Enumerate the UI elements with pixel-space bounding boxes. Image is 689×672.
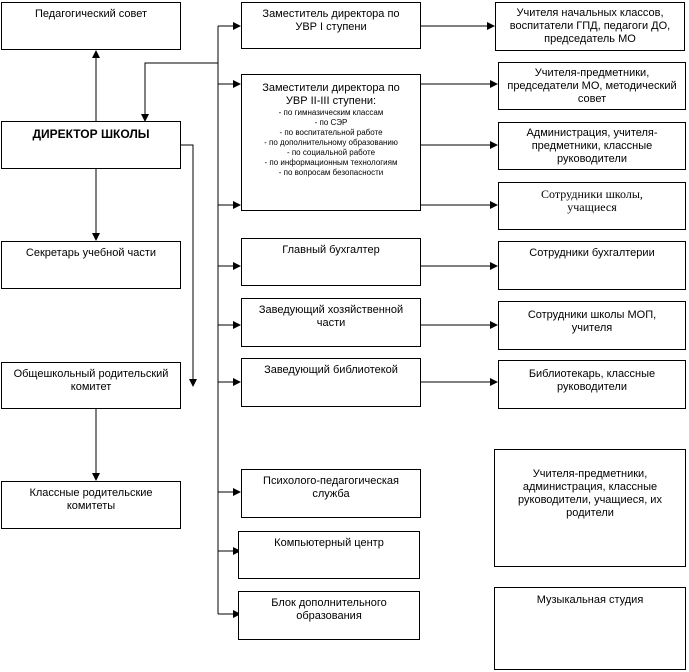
deputy-2-item: - по воспитательной работе — [279, 128, 383, 137]
label-right-3: Администрация, учителя-предметники, клас… — [526, 127, 658, 165]
box-right-5: Сотрудники бухгалтерии — [498, 241, 686, 290]
deputy-2-item: - по СЭР — [314, 118, 348, 127]
box-right-3: Администрация, учителя-предметники, клас… — [498, 122, 686, 170]
label-right-6: Сотрудники школы МОП, учителя — [527, 309, 657, 334]
box-extra-education: Блок дополнительного образования — [238, 591, 420, 640]
box-right-8: Учителя-предметники, администрация, клас… — [494, 449, 686, 567]
box-library: Заведующий библиотекой — [241, 358, 421, 407]
box-right-9: Музыкальная студия — [494, 587, 686, 670]
label-council: Педагогический совет — [34, 8, 148, 20]
deputy-2-item: - по гимназическим классам — [278, 108, 384, 117]
label-right-2: Учителя-предметники, председатели МО, ме… — [507, 67, 677, 105]
deputy-2-item: - по вопросам безопасности — [278, 168, 384, 177]
deputy-2-item: - по дополнительному образованию — [264, 138, 398, 147]
label-right-9: Музыкальная студия — [536, 594, 644, 606]
box-pedagogical-council: Педагогический совет — [1, 2, 181, 50]
label-computer: Компьютерный центр — [274, 537, 384, 549]
label-right-8: Учителя-предметники, администрация, клас… — [518, 468, 662, 519]
box-deputy-2: Заместители директора по УВР II-III ступ… — [241, 74, 421, 211]
line-trunk-director — [141, 62, 218, 122]
deputy-2-item: - по социальной работе — [286, 148, 376, 157]
box-computer-center: Компьютерный центр — [238, 531, 420, 579]
label-director: ДИРЕКТОР ШКОЛЫ — [32, 127, 150, 141]
label-library: Заведующий библиотекой — [264, 364, 398, 376]
box-right-1: Учителя начальных классов, воспитатели Г… — [495, 2, 685, 51]
box-secretary: Секретарь учебной части — [1, 241, 181, 289]
box-right-4: Сотрудники школы, учащиеся — [498, 182, 686, 230]
deputy-2-item: - по информационным технологиям — [264, 158, 398, 167]
box-household: Заведующий хозяйственной части — [241, 298, 421, 347]
box-psych-service: Психолого-педагогическая служба — [241, 469, 421, 518]
label-household: Заведующий хозяйственной части — [258, 304, 404, 329]
label-secretary: Секретарь учебной части — [25, 247, 157, 259]
label-accountant: Главный бухгалтер — [282, 244, 380, 256]
label-deputy-1: Заместитель директора по УВР I ступени — [262, 8, 400, 33]
label-class-committees: Классные родительские комитеты — [29, 487, 153, 512]
box-class-committees: Классные родительские комитеты — [1, 481, 181, 529]
box-right-7: Библиотекарь, классные руководители — [498, 360, 686, 409]
label-deputy-2-title: Заместители директора по УВР II-III ступ… — [262, 82, 400, 107]
box-deputy-1: Заместитель директора по УВР I ступени — [241, 2, 421, 49]
label-right-7: Библиотекарь, классные руководители — [528, 368, 656, 393]
box-right-2: Учителя-предметники, председатели МО, ме… — [498, 62, 686, 110]
box-right-6: Сотрудники школы МОП, учителя — [498, 301, 686, 350]
label-right-5: Сотрудники бухгалтерии — [529, 247, 655, 259]
deputy-2-list: - по гимназическим классам- по СЭР- по в… — [242, 108, 420, 178]
label-right-4: Сотрудники школы, учащиеся — [541, 187, 643, 214]
label-parent-committee: Общешкольный родительский комитет — [13, 368, 169, 393]
box-director: ДИРЕКТОР ШКОЛЫ — [1, 121, 181, 169]
label-right-1: Учителя начальных классов, воспитатели Г… — [509, 7, 671, 45]
label-extra-ed: Блок дополнительного образования — [271, 597, 387, 622]
box-accountant: Главный бухгалтер — [241, 238, 421, 286]
label-psych: Психолого-педагогическая служба — [263, 475, 399, 500]
line-director-parents — [181, 144, 197, 387]
box-parent-committee: Общешкольный родительский комитет — [1, 362, 181, 409]
